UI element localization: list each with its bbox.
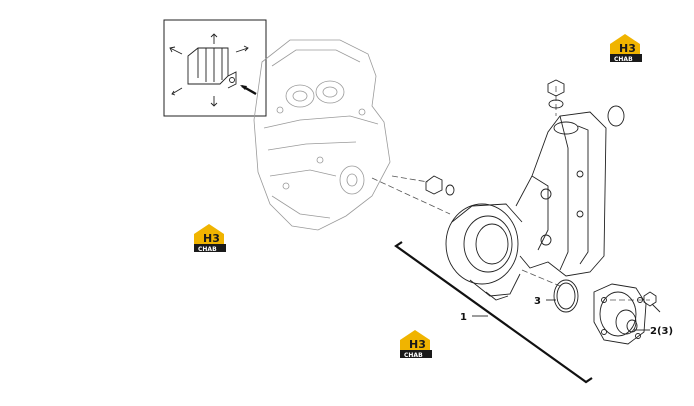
group-bracket — [394, 241, 593, 384]
logo-h3-chab: H3 CHAB — [194, 224, 226, 253]
callout-3: 3 — [534, 296, 541, 307]
svg-text:CHAB: CHAB — [614, 56, 633, 63]
logo-h3-chab: H3 CHAB — [400, 330, 432, 359]
inset-detail-view — [163, 19, 267, 117]
svg-text:H3: H3 — [619, 42, 636, 55]
rear-housing-bracket — [445, 105, 625, 301]
callout-1: 1 — [460, 312, 467, 323]
svg-text:CHAB: CHAB — [404, 352, 423, 359]
engine-block-outline — [253, 39, 391, 231]
logo-h3-chab: H3 CHAB — [610, 34, 642, 63]
plug — [425, 175, 455, 196]
plug — [547, 79, 565, 109]
bolt — [643, 291, 661, 313]
svg-text:H3: H3 — [203, 232, 220, 245]
svg-text:H3: H3 — [409, 338, 426, 351]
svg-text:CHAB: CHAB — [198, 246, 217, 253]
o-ring — [553, 279, 579, 313]
water-pump — [593, 283, 647, 345]
callout-2: 2(3) — [650, 326, 673, 337]
